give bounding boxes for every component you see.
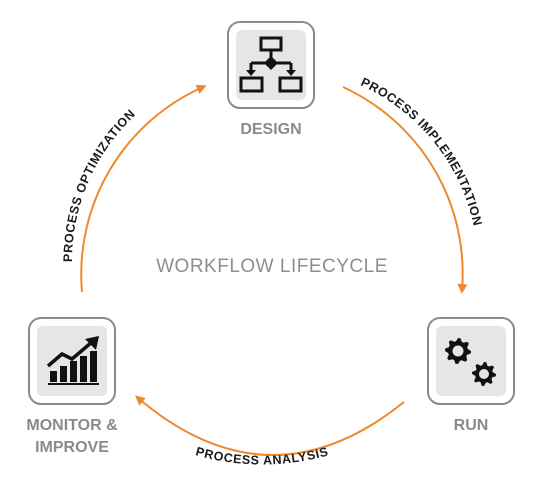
stage-design-label: DESIGN bbox=[240, 121, 301, 138]
growth-chart-icon bbox=[46, 336, 99, 385]
stage-monitor-label-line1: MONITOR & bbox=[26, 417, 118, 434]
gears-icon bbox=[445, 338, 496, 386]
flowchart-icon bbox=[239, 36, 303, 93]
arrow-implementation bbox=[342, 86, 468, 294]
stage-run-label: RUN bbox=[454, 417, 489, 434]
stage-monitor-improve: MONITOR & IMPROVE bbox=[26, 317, 118, 456]
arrow-optimization bbox=[80, 84, 207, 293]
gear-large-hole bbox=[452, 345, 464, 357]
stage-design: DESIGN bbox=[227, 21, 315, 138]
arrow-analysis bbox=[134, 395, 405, 456]
stage-monitor-label-line2: IMPROVE bbox=[35, 439, 109, 456]
stage-run: RUN bbox=[427, 317, 515, 434]
diagram-title: WORKFLOW LIFECYCLE bbox=[156, 256, 388, 277]
label-process-analysis: PROCESS ANALYSIS bbox=[194, 444, 330, 467]
label-process-optimization: PROCESS OPTIMIZATION bbox=[61, 107, 138, 263]
gear-small-hole bbox=[479, 369, 489, 379]
